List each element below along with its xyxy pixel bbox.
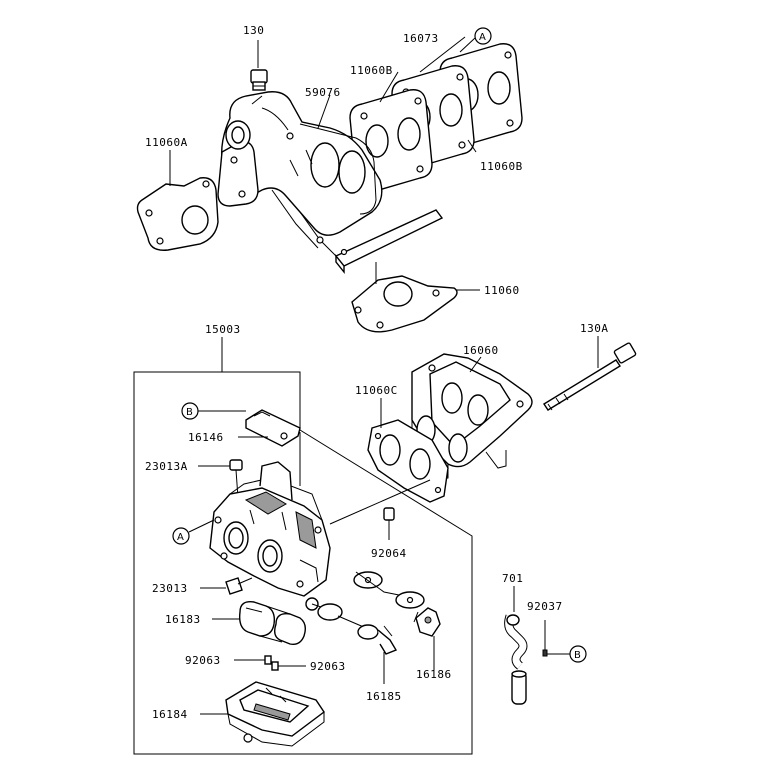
label-11060B-b: 11060B xyxy=(480,160,523,173)
callout-B-top: B xyxy=(181,402,199,420)
label-23013: 23013 xyxy=(152,582,188,595)
callout-A-bottom: A xyxy=(172,527,190,545)
label-92037: 92037 xyxy=(527,600,563,613)
label-92064: 92064 xyxy=(371,547,407,560)
label-11060C: 11060C xyxy=(355,384,398,397)
label-92063-b: 92063 xyxy=(310,660,346,673)
callout-A-bottom-letter: A xyxy=(177,532,184,543)
label-16073: 16073 xyxy=(403,32,439,45)
clamp-92037 xyxy=(542,620,548,657)
cover-16146 xyxy=(245,409,301,447)
label-16183: 16183 xyxy=(165,613,201,626)
label-15003: 15003 xyxy=(205,323,241,336)
label-92063-a: 92063 xyxy=(185,654,221,667)
jet-92064 xyxy=(383,507,395,540)
leader-A-top xyxy=(459,37,476,53)
bolt-130 xyxy=(250,69,268,91)
label-16186: 16186 xyxy=(416,668,452,681)
label-16184: 16184 xyxy=(152,708,188,721)
label-11060: 11060 xyxy=(484,284,520,297)
callout-B-bottom: B xyxy=(569,645,587,663)
callout-A-top: A xyxy=(474,27,492,45)
jet-92063-right xyxy=(271,661,279,671)
label-11060A: 11060A xyxy=(145,136,188,149)
leader-A-bottom xyxy=(188,519,215,533)
assembly-frame-15003 xyxy=(133,371,473,755)
label-11060B-a: 11060B xyxy=(350,64,393,77)
screw-23013 xyxy=(225,577,253,595)
float-16183 xyxy=(238,601,307,646)
float-chamber-16184 xyxy=(225,681,325,747)
label-130A: 130A xyxy=(580,322,609,335)
label-130: 130 xyxy=(243,24,264,37)
callout-B-bottom-letter: B xyxy=(574,650,581,661)
label-16060: 16060 xyxy=(463,344,499,357)
label-23013A: 23013A xyxy=(145,460,188,473)
jet-92063-left xyxy=(264,655,272,665)
lever-16186 xyxy=(413,607,441,637)
bolt-130A xyxy=(543,342,637,411)
leader-carb-to-insulator xyxy=(329,479,431,525)
callout-B-top-letter: B xyxy=(186,407,193,418)
carburetor-body xyxy=(209,461,331,597)
leader-11060B-b xyxy=(467,139,477,153)
label-59076: 59076 xyxy=(305,86,341,99)
leader-16073 xyxy=(419,36,466,73)
gasket-11060C xyxy=(367,419,449,503)
label-16146: 16146 xyxy=(188,431,224,444)
insulator-16060 xyxy=(411,353,533,481)
throttle-linkage xyxy=(305,571,425,655)
intake-manifold xyxy=(217,91,444,274)
leader-11060B-a xyxy=(379,71,399,103)
hose-701 xyxy=(504,614,528,705)
leader-16060 xyxy=(469,356,482,373)
leader-59076 xyxy=(317,94,331,129)
callout-A-top-letter: A xyxy=(479,32,486,43)
gasket-11060A xyxy=(136,177,219,251)
gasket-11060 xyxy=(351,275,458,333)
label-701: 701 xyxy=(502,572,523,585)
label-16185: 16185 xyxy=(366,690,402,703)
